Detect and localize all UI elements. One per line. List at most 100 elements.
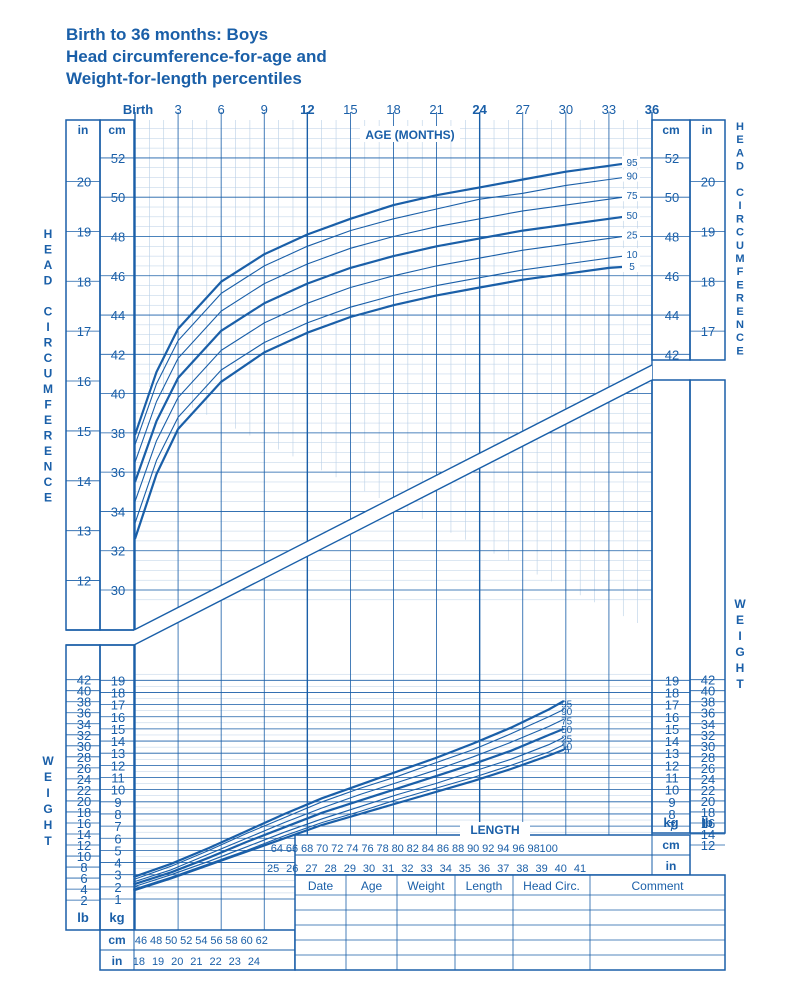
head-curve-label-bg [622,169,640,182]
unit-in-label-right: in [702,123,713,137]
weight-curve-label-25: 25 [561,735,573,746]
head-vertical-letter-right: N [736,319,744,331]
head-cm-tick-label-right: 50 [665,190,679,205]
length-cm-tick-label: 52 [180,935,192,947]
unit-lb-label: lb [77,910,89,925]
age-tick-label: 18 [386,102,400,117]
weight-curve-label-50: 50 [561,725,573,736]
age-tick-label: 33 [602,102,616,117]
weight-vertical-letter-right: E [736,613,744,627]
weight-lb-tick-label: 10 [77,849,91,864]
age-tick-label: Birth [123,102,153,117]
length-cm-tick-label: 84 [422,843,434,855]
length-cm-tick-label: 54 [195,935,207,947]
unit-cm-label-right: cm [662,123,679,137]
weight-kg-tick-label: 14 [111,734,125,749]
record-table-header: Age [361,879,383,893]
head-curve-50 [133,213,638,483]
length-cm-tick-label: 56 [210,935,222,947]
weight-kg-tick-label-right: 14 [665,734,679,749]
unit-kg-label: kg [109,910,124,925]
length-cm-tick-label: 60 [241,935,253,947]
weight-curve-75 [133,718,565,883]
head-in-tick-label: 14 [77,474,91,489]
unit-in-label: in [78,123,89,137]
length-in-tick-label: 20 [171,956,183,968]
head-curve-label-bg [622,189,640,202]
head-cm-tick-label: 40 [111,387,125,402]
head-curve-label-75: 75 [626,191,638,202]
head-vertical-letter-right: I [738,200,741,212]
weight-vertical-letter: E [44,770,52,784]
length-in-tick-label: 24 [248,956,260,968]
head-cm-tick-label-right: 44 [665,308,679,323]
weight-curve-5 [133,748,565,892]
age-tick-label: 24 [472,102,487,117]
weight-lb-tick-label: 22 [77,783,91,798]
head-vertical-letter-right: C [736,332,744,344]
weight-right-lb-box [689,379,726,834]
length-cm-tick-label: 72 [331,843,343,855]
head-vertical-letter-right: E [736,279,743,291]
weight-lb-tick-label: 8 [80,860,87,875]
head-curve-label-bg [622,228,640,241]
length-in-unit-left: in [112,954,123,968]
length-cm-tick-label: 94 [497,843,509,855]
length-in-tick-label: 35 [459,863,471,875]
head-in-tick-label: 12 [77,574,91,589]
head-vertical-letter: E [44,413,52,427]
head-vertical-letter-right: C [736,187,744,199]
chart-title-block: Birth to 36 months: Boys Head circumfere… [66,24,327,90]
record-table-header: Head Circ. [523,879,580,893]
weight-lb-tick-label-right: 24 [701,772,715,787]
weight-curve-label-75: 75 [561,716,573,727]
weight-kg-tick-label: 2 [114,880,121,895]
length-cm-unit-left: cm [108,933,125,947]
head-vertical-letter-right: R [736,213,744,225]
head-cm-tick-label: 52 [111,151,125,166]
weight-lb-tick-label-right: 14 [701,827,715,842]
length-cm-tick-label: 76 [361,843,373,855]
head-vertical-letter: R [44,336,53,350]
weight-curve-90 [133,709,565,881]
head-in-tick-label-right: 20 [701,174,715,189]
head-curve-label-5: 5 [629,262,635,273]
weight-kg-tick-label: 19 [111,673,125,688]
weight-lb-tick-label-right: 20 [701,794,715,809]
head-vertical-letter: A [44,258,53,272]
weight-curve-10 [133,744,565,890]
weight-vertical-letter: I [46,786,49,800]
weight-lb-tick-label: 26 [77,761,91,776]
head-cm-tick-label: 32 [111,544,125,559]
title-line-3: Weight-for-length percentiles [66,69,302,88]
head-cm-tick-label: 46 [111,269,125,284]
weight-lb-tick-label: 34 [77,717,91,732]
weight-kg-tick-label: 16 [111,710,125,725]
length-in-tick-label: 41 [574,863,586,875]
weight-kg-tick-label: 10 [111,783,125,798]
weight-lb-tick-label: 14 [77,827,91,842]
weight-lb-tick-label: 12 [77,838,91,853]
weight-lb-tick-label-right: 40 [701,684,715,699]
weight-lb-tick-label-right: 16 [701,816,715,831]
length-cm-tick-label: 74 [346,843,358,855]
length-in-tick-label: 28 [325,863,337,875]
weight-lb-tick-label: 32 [77,728,91,743]
weight-curve-label-5: 5 [564,746,570,757]
weight-lb-tick-label-right: 26 [701,761,715,776]
head-curve-25 [134,233,638,502]
length-cm-tick-label: 80 [392,843,404,855]
weight-lb-tick-label: 4 [80,882,87,897]
weight-vertical-letter: T [44,834,52,848]
head-vertical-letter-right: E [736,345,743,357]
age-tick-label: 27 [516,102,530,117]
head-in-tick-label: 18 [77,274,91,289]
head-cm-tick-label-right: 48 [665,229,679,244]
weight-curve-95 [133,700,565,879]
head-curve-label-25: 25 [626,231,638,242]
weight-kg-tick-label-right: 8 [668,807,675,822]
head-vertical-letter: E [44,444,52,458]
head-vertical-letter-right: E [736,306,743,318]
head-vertical-letter: I [46,320,49,334]
weight-lb-tick-label-right: 22 [701,783,715,798]
